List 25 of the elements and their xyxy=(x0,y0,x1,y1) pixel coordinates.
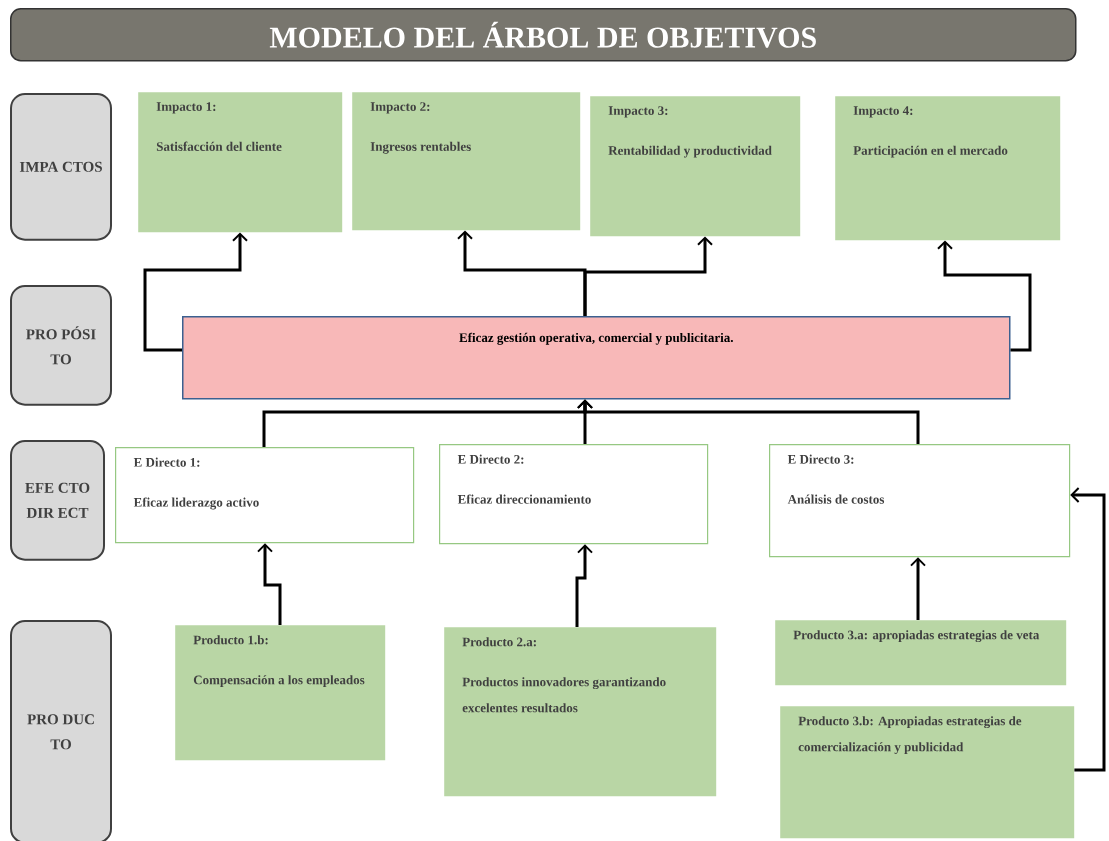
objective-box: Producto 2.a: Productos innovadores garantizando excelentes resultados xyxy=(444,627,717,797)
objective-box: Impacto 4: Participación en el mercado xyxy=(835,96,1061,241)
objective-box: Producto 1.b: Compensación a los empleados xyxy=(175,625,386,761)
effect-box: E Directo 2: Eficaz direccionamiento xyxy=(439,444,709,545)
arrow xyxy=(937,240,1032,352)
arrow xyxy=(577,399,920,444)
objective-box: Impacto 1: Satisfacción del cliente xyxy=(138,92,343,233)
objective-box: Producto 3.a: apropiadas estrategias de veta xyxy=(775,620,1067,686)
objective-box: Producto 3.b: Apropiadas estrategias de comercialización y publicidad xyxy=(780,706,1075,839)
level-label-box: PRO DUC TO xyxy=(10,620,112,841)
level-label-box: IMPA CTOS xyxy=(10,93,112,241)
level-label-box: PRO PÓSI TO xyxy=(10,285,112,406)
arrow xyxy=(143,232,248,352)
effect-box: E Directo 3: Análisis de costos xyxy=(769,444,1071,558)
level-label-box: EFE CTO DIR ECT xyxy=(10,440,105,561)
arrow xyxy=(910,557,926,620)
title-banner: MODELO DEL ÁRBOL DE OBJETIVOS xyxy=(10,8,1077,62)
arrow xyxy=(257,543,282,625)
arrow xyxy=(1070,487,1106,772)
arrow xyxy=(583,236,713,316)
arrow xyxy=(575,544,593,627)
objective-box: Impacto 3: Rentabilidad y productividad xyxy=(590,96,801,237)
effect-box: E Directo 1: Eficaz liderazgo activo xyxy=(115,447,415,544)
purpose-box: Eficaz gestión operativa, comercial y publicitaria. xyxy=(182,316,1011,400)
objective-box: Impacto 2: Ingresos rentables xyxy=(352,92,581,231)
